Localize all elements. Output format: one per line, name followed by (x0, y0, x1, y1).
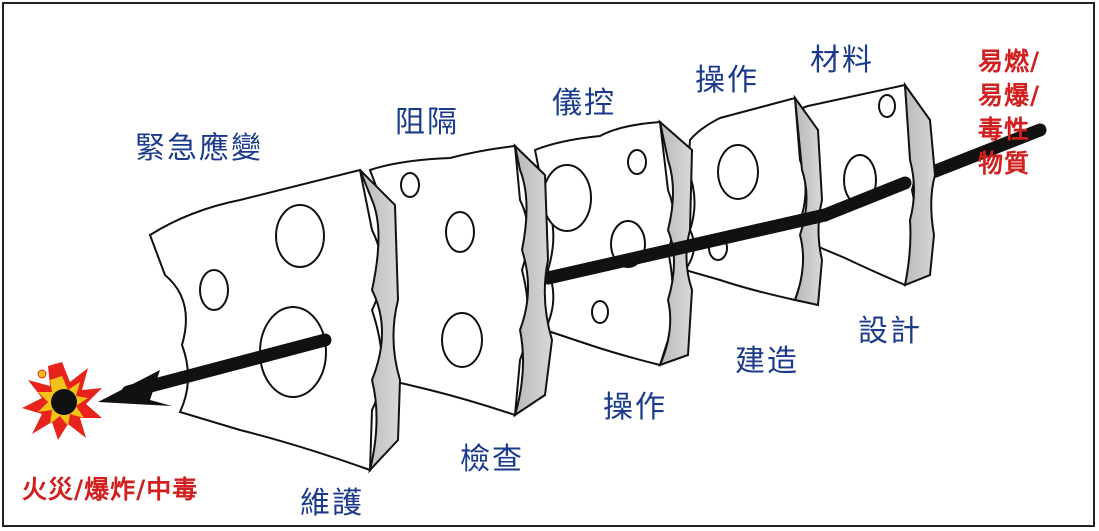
cheese-slice-4 (683, 94, 824, 307)
layer-label-instrument-control: 儀控 (552, 86, 616, 121)
layer-label-emergency-response: 緊急應變 (135, 131, 263, 166)
cheese-slice-1 (148, 168, 402, 474)
hazard-source-line-3: 毒性 (978, 115, 1031, 144)
consequence-label: 火災/爆炸/中毒 (22, 475, 199, 504)
layer-label-design: 設計 (858, 314, 922, 349)
cheese-slice-2 (368, 143, 554, 418)
hazard-source-line-1: 易燃/ (978, 47, 1041, 76)
hazard-source-line-4: 物質 (978, 149, 1031, 178)
layer-label-operation-top: 操作 (695, 63, 759, 98)
arrow-left-icon (98, 333, 332, 406)
layer-label-barrier: 阻隔 (395, 105, 459, 140)
cheese-slice-5 (789, 81, 937, 287)
layer-label-construction: 建造 (735, 344, 799, 379)
layer-label-maintenance: 維護 (300, 486, 364, 521)
hazard-source-line-2: 易爆/ (978, 81, 1041, 110)
hazard-source-label: 易燃/ 易爆/ 毒性 物質 (978, 45, 1040, 181)
layer-label-material: 材料 (810, 43, 874, 78)
layer-label-inspection: 檢查 (460, 442, 524, 477)
cheese-slice-3 (533, 119, 694, 367)
layer-label-operation-bottom: 操作 (603, 390, 667, 425)
explosion-icon (22, 362, 102, 440)
